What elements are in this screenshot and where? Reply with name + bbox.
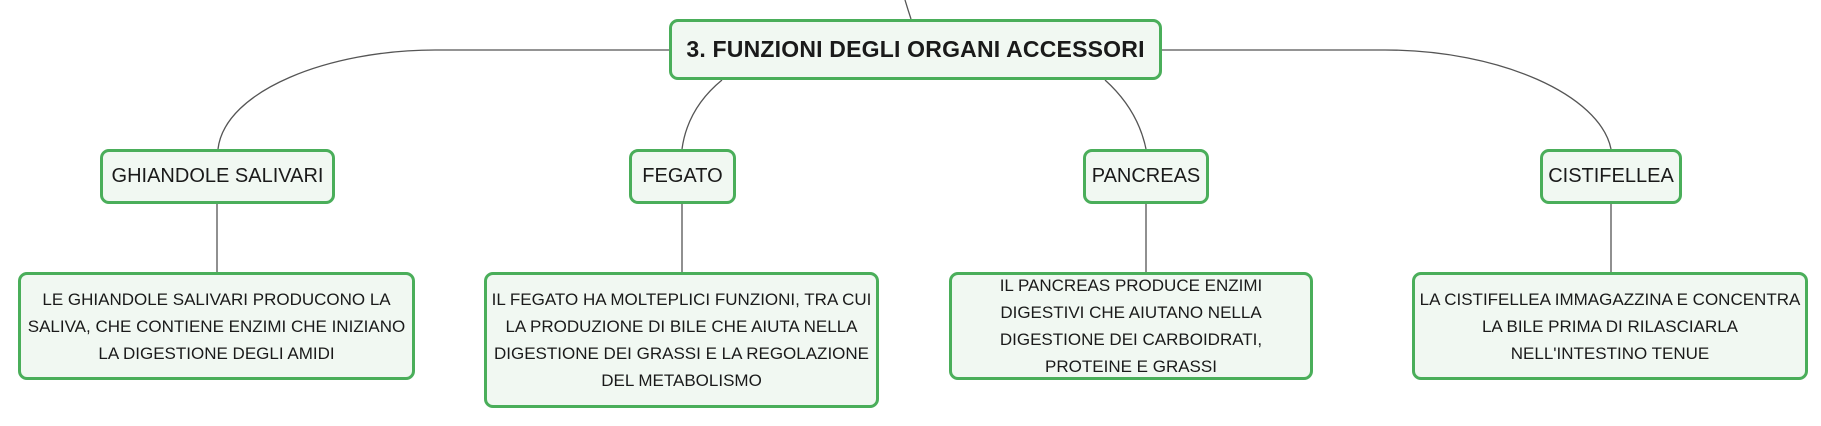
subtopic-text: LE GHIANDOLE SALIVARI PRODUCONO LA SALIV… xyxy=(27,289,406,363)
connector-root-cistifellea xyxy=(1162,49,1612,150)
subtopic-text: IL PANCREAS PRODUCE ENZIMI DIGESTIVI CHE… xyxy=(999,276,1263,376)
subtopic-text: LA CISTIFELLEA IMMAGAZZINA E CONCENTRA L… xyxy=(1419,289,1801,363)
topic-pancreas[interactable]: PANCREAS xyxy=(1083,149,1209,204)
topic-label: FEGATO xyxy=(642,165,723,187)
subtopic-cistifellea-description[interactable]: LA CISTIFELLEA IMMAGAZZINA E CONCENTRA L… xyxy=(1412,272,1808,380)
topic-cistifellea[interactable]: CISTIFELLEA xyxy=(1540,149,1682,204)
subtopic-ghiandole-salivari-description[interactable]: LE GHIANDOLE SALIVARI PRODUCONO LA SALIV… xyxy=(18,272,415,380)
subtopic-fegato-description[interactable]: IL FEGATO HA MOLTEPLICI FUNZIONI, TRA CU… xyxy=(484,272,879,408)
root-topic[interactable]: 3. FUNZIONI DEGLI ORGANI ACCESSORI xyxy=(669,19,1162,80)
connector-parent xyxy=(904,0,912,20)
topic-fegato[interactable]: FEGATO xyxy=(629,149,736,204)
root-topic-label: 3. FUNZIONI DEGLI ORGANI ACCESSORI xyxy=(686,36,1145,62)
subtopic-text: IL FEGATO HA MOLTEPLICI FUNZIONI, TRA CU… xyxy=(491,290,872,390)
connector-root-pancreas xyxy=(1104,79,1147,150)
topic-label: PANCREAS xyxy=(1091,165,1201,187)
connector-root-ghiandole xyxy=(217,49,669,150)
topic-label: GHIANDOLE SALIVARI xyxy=(111,165,324,187)
topic-label: CISTIFELLEA xyxy=(1548,165,1674,187)
connector-root-fegato xyxy=(681,79,723,150)
subtopic-pancreas-description[interactable]: IL PANCREAS PRODUCE ENZIMI DIGESTIVI CHE… xyxy=(949,272,1313,380)
topic-ghiandole-salivari[interactable]: GHIANDOLE SALIVARI xyxy=(100,149,335,204)
